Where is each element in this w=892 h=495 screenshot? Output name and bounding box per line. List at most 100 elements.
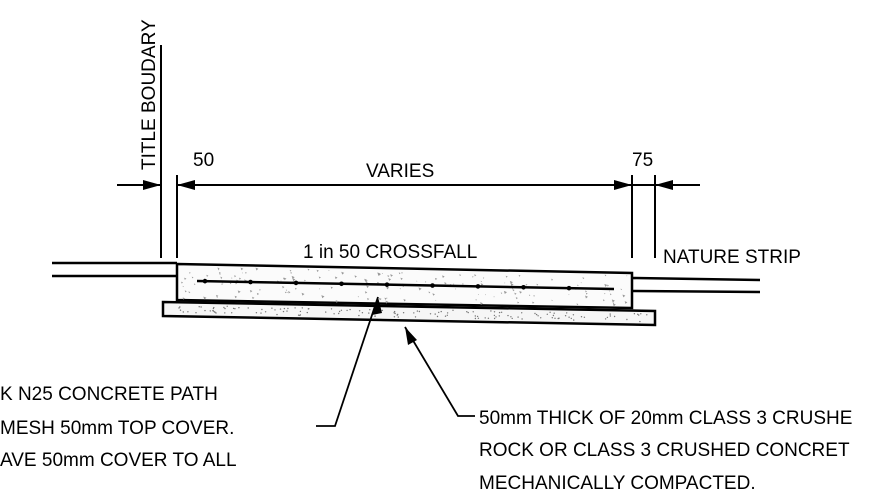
base-stipple-dot [247, 307, 249, 309]
concrete-speckle [482, 277, 485, 279]
reinforcement-mesh-line [196, 279, 615, 291]
concrete-speckle [366, 285, 369, 289]
concrete-speckle [514, 292, 517, 295]
concrete-speckle [318, 276, 321, 279]
base-stipple-dot [444, 315, 447, 317]
base-stipple-dot [551, 317, 553, 319]
base-stipple-dot [238, 307, 240, 309]
base-stipple-dot [472, 311, 474, 313]
arrowhead [655, 180, 673, 190]
base-stipple-dot [637, 313, 639, 315]
concrete-speckle [398, 272, 401, 275]
concrete-speckle [551, 299, 553, 302]
base-stipple-dot [446, 314, 448, 316]
concrete-speckle [611, 299, 615, 303]
base-stipple-dot [226, 305, 228, 307]
base-stipple-dot [606, 316, 609, 319]
base-stipple-dot [231, 312, 233, 314]
dimension-label-75: 75 [632, 150, 653, 171]
base-stipple-dot [467, 311, 469, 314]
base-stipple-dot [507, 314, 509, 317]
note-line: K N25 CONCRETE PATH [0, 384, 218, 405]
base-stipple-dot [195, 312, 197, 314]
base-stipple-dot [552, 314, 555, 317]
base-stipple-dot [200, 306, 202, 308]
concrete-speckle [580, 282, 582, 284]
concrete-speckle [188, 291, 191, 294]
base-stipple-dot [490, 310, 492, 312]
concrete-speckle [221, 283, 223, 285]
concrete-speckle [432, 293, 435, 296]
concrete-speckle [285, 289, 288, 291]
base-stipple-dot [271, 307, 273, 309]
concrete-speckle [576, 303, 579, 306]
concrete-speckle [282, 286, 285, 289]
arrowhead [614, 180, 632, 190]
base-stipple-dot [393, 316, 396, 318]
concrete-speckle [234, 275, 237, 278]
base-stipple-dot [487, 317, 490, 319]
concrete-speckle [245, 272, 247, 274]
concrete-speckle [510, 283, 514, 287]
leader-arrowhead [405, 327, 417, 345]
base-stipple-dot [535, 313, 538, 316]
concrete-speckle [316, 269, 319, 273]
concrete-speckle [237, 290, 241, 294]
base-stipple-dot [500, 311, 503, 313]
concrete-speckle [568, 294, 570, 296]
note-line: 50mm THICK OF 20mm CLASS 3 CRUSHE [479, 408, 852, 429]
base-course-layer [161, 300, 657, 327]
base-stipple-dot [549, 311, 551, 313]
base-stipple-dot [397, 313, 399, 316]
base-stipple-dot [204, 309, 206, 312]
concrete-speckle [193, 283, 196, 286]
concrete-speckle [577, 284, 579, 287]
concrete-speckle [385, 300, 389, 304]
base-stipple-dot [215, 312, 217, 314]
concrete-speckle [424, 281, 427, 283]
base-stipple-dot [474, 315, 476, 317]
concrete-speckle [377, 272, 381, 276]
mesh-bar-dot [430, 283, 435, 288]
base-stipple-dot [182, 311, 184, 313]
concrete-speckle [231, 277, 233, 279]
base-stipple-dot [338, 310, 341, 313]
base-stipple-dot [349, 308, 351, 311]
base-stipple-dot [361, 312, 364, 314]
concrete-speckle [341, 271, 345, 275]
concrete-speckle [330, 286, 333, 289]
concrete-speckle [286, 291, 288, 294]
concrete-speckle [459, 274, 462, 277]
base-stipple-dot [325, 311, 327, 313]
concrete-speckle [403, 299, 406, 302]
concrete-speckle [418, 287, 422, 291]
concrete-speckle [515, 297, 518, 300]
concrete-speckle [551, 278, 554, 281]
concrete-speckle [434, 277, 438, 281]
concrete-speckle [301, 292, 305, 296]
concrete-speckle [612, 303, 616, 307]
concrete-speckle [379, 297, 382, 301]
concrete-speckle [357, 296, 359, 298]
base-stipple-dot [374, 315, 376, 317]
concrete-speckle [388, 278, 392, 281]
concrete-speckle [328, 269, 330, 271]
concrete-speckle [477, 294, 479, 296]
base-stipple-dot [477, 317, 480, 319]
concrete-speckle [364, 291, 368, 294]
concrete-speckle [182, 285, 184, 288]
base-stipple-dot [333, 313, 335, 315]
mesh-bar-dot [521, 284, 526, 290]
concrete-speckle [604, 292, 606, 295]
base-stipple-dot [232, 307, 235, 310]
base-stipple-dot [640, 313, 642, 315]
concrete-speckle [503, 290, 508, 294]
concrete-speckle [238, 277, 242, 280]
base-stipple-dot [402, 312, 405, 314]
arrowhead [177, 180, 195, 190]
concrete-speckle [386, 297, 388, 299]
concrete-speckle [234, 295, 238, 299]
base-stipple-dot [474, 317, 477, 320]
base-stipple-dot [212, 310, 215, 312]
base-stipple-dot [546, 313, 548, 315]
